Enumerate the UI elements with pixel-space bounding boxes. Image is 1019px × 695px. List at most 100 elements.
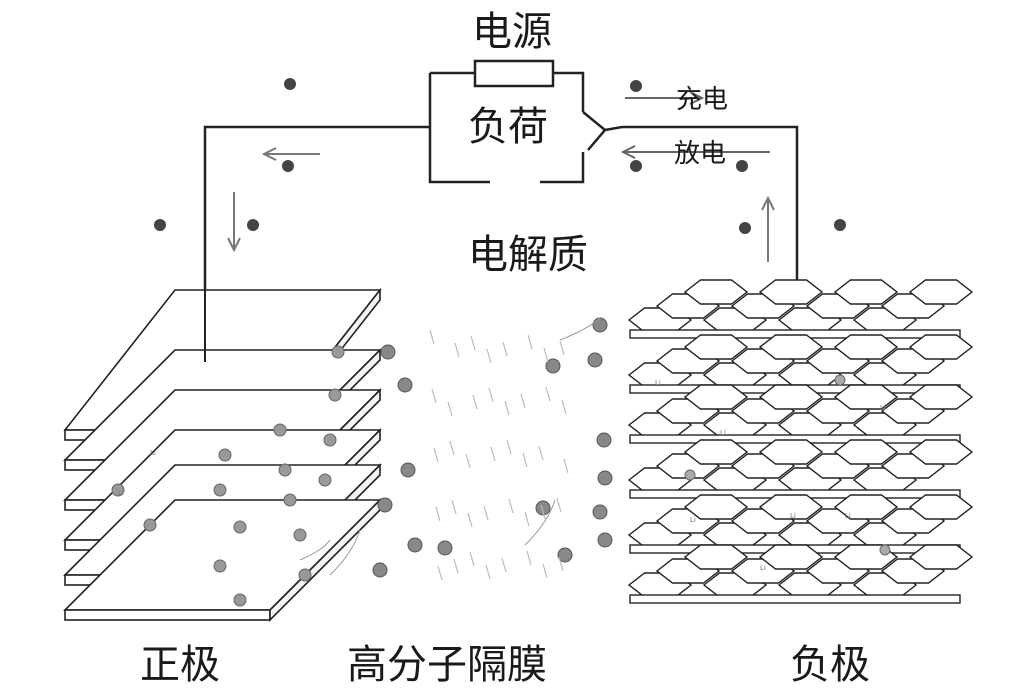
li-ion bbox=[293, 528, 307, 542]
graphite-hex bbox=[683, 494, 749, 520]
switch-contact bbox=[604, 125, 623, 132]
separator-mark bbox=[467, 512, 473, 528]
electrons bbox=[154, 78, 846, 234]
separator-mark bbox=[449, 440, 455, 456]
separator-mark bbox=[520, 393, 526, 409]
branch-bottom-right bbox=[540, 152, 585, 184]
li-ion bbox=[318, 473, 332, 487]
graphite-layer bbox=[627, 279, 974, 339]
separator-ions bbox=[299, 317, 613, 581]
electron-dot bbox=[282, 160, 294, 172]
graphite-hex bbox=[758, 544, 824, 570]
li-ion bbox=[233, 593, 247, 607]
charge-arrow-head-icon bbox=[689, 91, 705, 105]
power-source-resistor-icon bbox=[473, 59, 555, 88]
separator-mark bbox=[563, 458, 569, 474]
electron-dot bbox=[739, 222, 751, 234]
separator-mark bbox=[524, 511, 530, 527]
separator-mark bbox=[522, 452, 528, 468]
separator-mark bbox=[488, 387, 494, 403]
separator-mark bbox=[453, 558, 459, 574]
graphite-layer bbox=[627, 544, 974, 604]
separator-mark bbox=[465, 453, 471, 469]
li-ion-label: Li bbox=[690, 516, 696, 524]
graphite-layer bbox=[627, 439, 974, 499]
separator-mark bbox=[433, 447, 439, 463]
separator-mark bbox=[485, 564, 491, 580]
switch-blade bbox=[582, 111, 607, 151]
li-ion-label: Li bbox=[845, 512, 851, 520]
electrolyte-label: 电解质 bbox=[468, 232, 588, 278]
li-ion bbox=[597, 470, 613, 486]
graphite-hex bbox=[833, 279, 899, 305]
li-ion bbox=[218, 448, 232, 462]
discharge-label: 放电 bbox=[674, 139, 726, 169]
electron-flow-arrows bbox=[227, 147, 775, 262]
separator-mark bbox=[490, 446, 496, 462]
separator-mark bbox=[486, 348, 492, 364]
li-ion bbox=[283, 493, 297, 507]
right-wire bbox=[622, 125, 799, 292]
li-ion bbox=[233, 520, 247, 534]
external-circuit bbox=[203, 71, 799, 362]
li-ion bbox=[273, 423, 287, 437]
electron-dot bbox=[247, 219, 259, 231]
electron-dot bbox=[630, 160, 642, 172]
graphite-hex bbox=[833, 334, 899, 360]
ion-trail bbox=[524, 499, 556, 546]
li-ion-label: Li bbox=[655, 379, 661, 387]
graphite-hex bbox=[908, 494, 974, 520]
graphite-hex bbox=[908, 544, 974, 570]
li-ion bbox=[397, 377, 413, 393]
up-flow-arrow-head-icon bbox=[761, 195, 775, 211]
graphite-hex bbox=[683, 384, 749, 410]
separator-mark bbox=[472, 394, 478, 410]
separator-mark bbox=[470, 335, 476, 351]
separator-mark bbox=[542, 563, 548, 579]
separator-mark bbox=[561, 399, 567, 415]
power-source-label: 电源 bbox=[472, 9, 552, 55]
li-ion bbox=[328, 388, 342, 402]
li-ion-label: Li bbox=[790, 512, 796, 520]
positive-plate-edge bbox=[64, 609, 271, 621]
separator-mark bbox=[527, 334, 533, 350]
li-ion bbox=[597, 532, 613, 548]
li-ion bbox=[143, 518, 157, 532]
negative-electrode-label: 负极 bbox=[790, 642, 870, 688]
separator-mark bbox=[559, 340, 565, 356]
electron-dot bbox=[834, 219, 846, 231]
separator-mark bbox=[545, 386, 551, 402]
li-ion bbox=[377, 497, 393, 513]
li-ion bbox=[323, 433, 337, 447]
electron-dot bbox=[736, 160, 748, 172]
separator-mark bbox=[429, 329, 435, 345]
li-ion bbox=[557, 547, 573, 563]
li-ion-label: Li bbox=[880, 404, 886, 412]
li-ion bbox=[407, 537, 423, 553]
electron-dot bbox=[284, 78, 296, 90]
graphite-hex bbox=[758, 384, 824, 410]
graphite-hex bbox=[908, 279, 974, 305]
li-ion bbox=[592, 504, 608, 520]
li-ion-label: Li bbox=[150, 449, 156, 457]
separator-mark bbox=[454, 342, 460, 358]
left-wire bbox=[203, 125, 430, 362]
separator-mark bbox=[437, 565, 443, 581]
ion-trail bbox=[299, 539, 331, 561]
separator-mark bbox=[501, 557, 507, 573]
ion-trail bbox=[559, 317, 601, 341]
graphite-hex bbox=[683, 334, 749, 360]
graphite-hex bbox=[833, 439, 899, 465]
graphite-hex bbox=[683, 439, 749, 465]
separator-mark bbox=[469, 551, 475, 567]
graphite-hex bbox=[908, 384, 974, 410]
li-ion-label: Li bbox=[720, 429, 726, 437]
li-ion bbox=[400, 462, 416, 478]
li-ion bbox=[535, 500, 551, 516]
graphite-layer bbox=[627, 384, 974, 444]
graphite-hex bbox=[758, 439, 824, 465]
separator-mark bbox=[526, 550, 532, 566]
li-ion bbox=[879, 544, 891, 556]
